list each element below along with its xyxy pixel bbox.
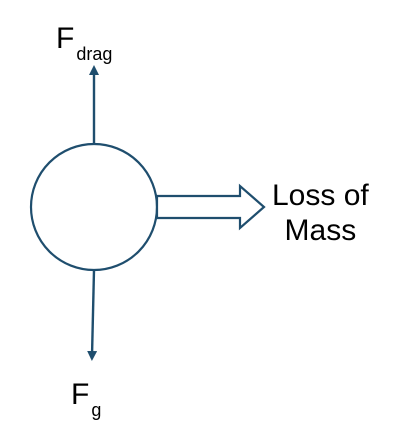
gravity-force-subscript: g	[91, 400, 102, 420]
mass-loss-line-1: Loss of	[272, 179, 369, 212]
drag-force-subscript: drag	[76, 44, 113, 64]
drag-force-symbol: F	[56, 22, 75, 55]
mass-loss-arrow	[155, 183, 266, 231]
mass-loss-label: Loss of Mass	[272, 178, 369, 249]
body-circle	[29, 142, 159, 272]
gravity-force-symbol: F	[71, 378, 90, 411]
gravity-force-arrow	[87, 269, 98, 361]
mass-loss-line-2: Mass	[284, 214, 357, 248]
